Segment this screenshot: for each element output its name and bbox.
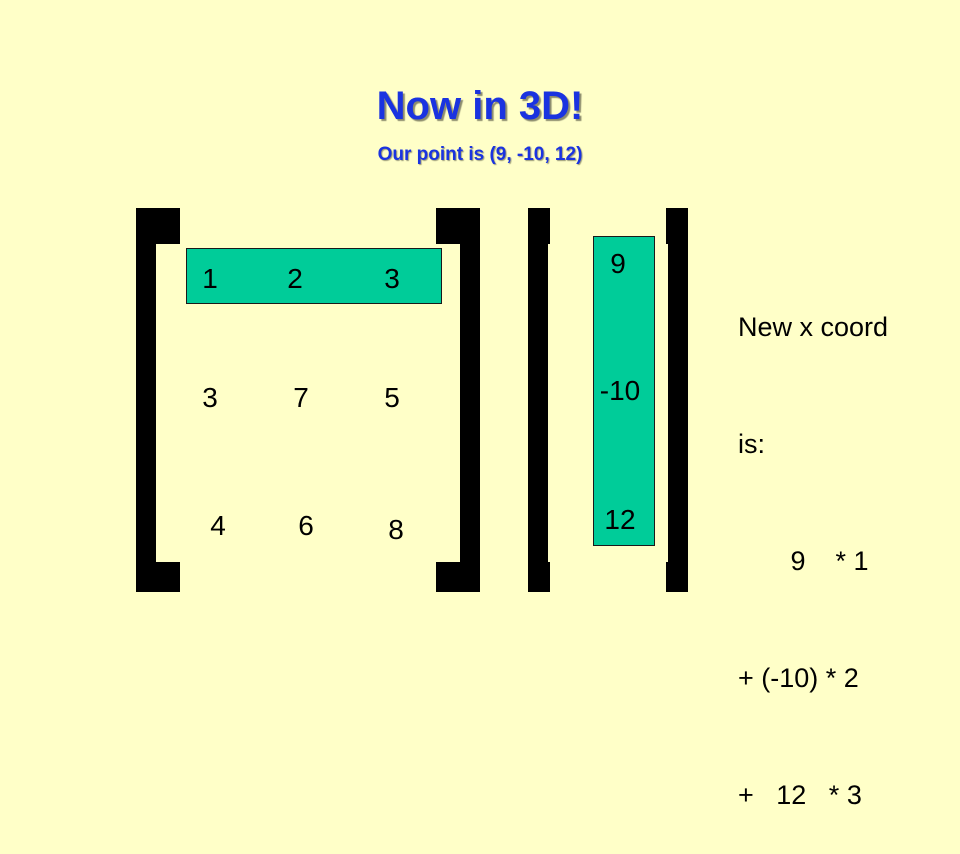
matrix-cell: 4 bbox=[210, 510, 226, 541]
explanation-text: New x coord is: 9 * 1 + (-10) * 2 + 12 *… bbox=[738, 230, 888, 854]
explanation-line: + (-10) * 2 bbox=[738, 663, 859, 693]
matrix-cell: 5 bbox=[384, 382, 400, 413]
vector-cell: -10 bbox=[599, 375, 641, 406]
matrix-cell: 7 bbox=[293, 382, 309, 413]
matrix-cell: 3 bbox=[202, 382, 218, 413]
slide-subtitle: Our point is (9, -10, 12) bbox=[377, 144, 583, 165]
matrix-cell: 8 bbox=[388, 514, 404, 545]
matrix-cell: 6 bbox=[298, 510, 314, 541]
row-highlight bbox=[186, 248, 442, 304]
vector-cell: 9 bbox=[610, 248, 626, 279]
explanation-line: + 12 * 3 bbox=[738, 780, 862, 810]
vector-cell: 12 bbox=[604, 504, 636, 535]
explanation-line: New x coord bbox=[738, 312, 889, 342]
column-highlight bbox=[593, 236, 655, 546]
matrix-cell: 3 bbox=[384, 263, 400, 294]
matrix-cell: 1 bbox=[202, 263, 218, 294]
matrix-cell: 2 bbox=[287, 263, 303, 294]
slide-title: Now in 3D! bbox=[376, 84, 584, 128]
explanation-line: 9 * 1 bbox=[738, 546, 869, 576]
explanation-line: is: bbox=[738, 429, 765, 459]
